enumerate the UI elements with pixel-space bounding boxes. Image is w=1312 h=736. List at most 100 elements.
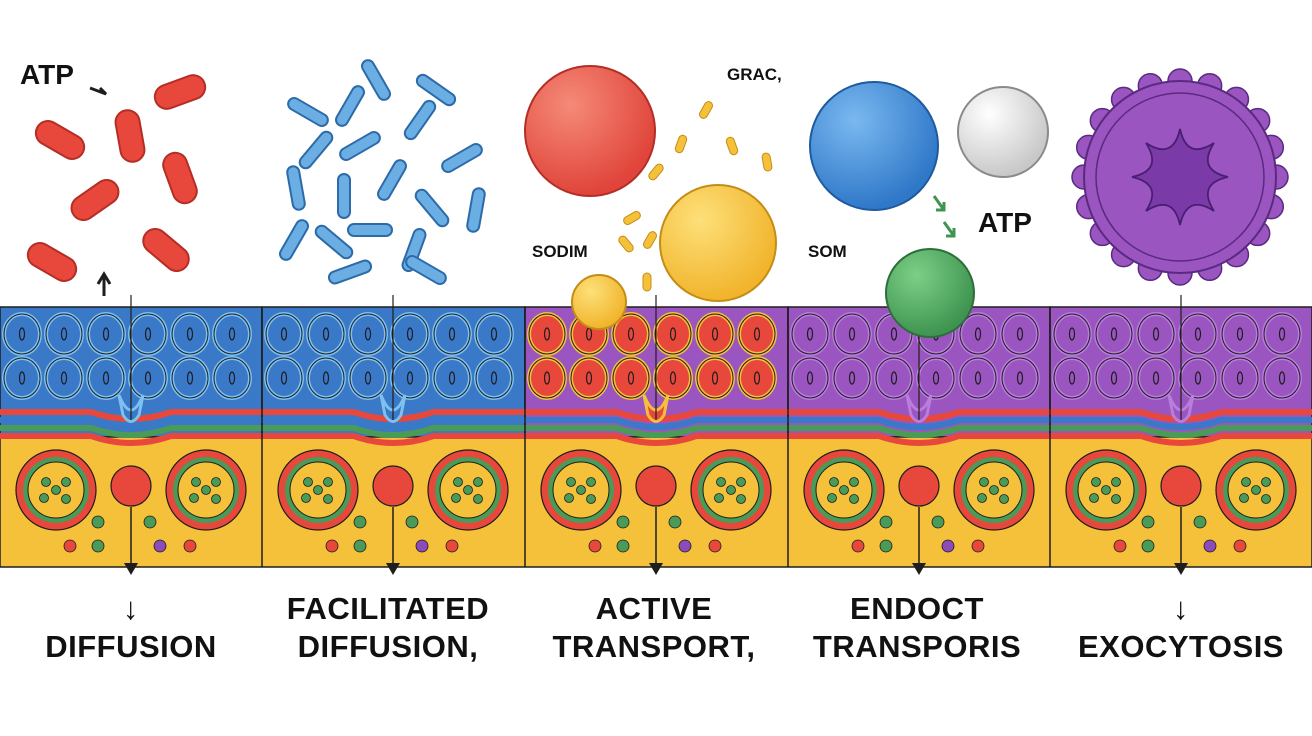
epithelial-cell: [306, 356, 346, 400]
yellow-dash-molecule: [642, 272, 652, 292]
blue-rod-molecule: [287, 97, 329, 127]
vesicle-granule: [451, 493, 461, 503]
cell-outline: [528, 313, 566, 355]
epithelial-cell: [86, 356, 126, 400]
cell-nucleus: [280, 327, 288, 341]
small-molecule: [931, 515, 945, 529]
grac-label: GRAC,: [727, 65, 782, 84]
cell-outline: [738, 313, 776, 355]
cell-outline: [833, 313, 871, 355]
vesicle-organelle: [277, 449, 359, 531]
cell-outline: [612, 357, 650, 399]
cell-nucleus: [974, 371, 982, 385]
vesicle-granule: [301, 493, 311, 503]
blue-rod-molecule: [405, 255, 447, 285]
blue-rod-molecule: [441, 143, 483, 173]
vesicle-granule: [201, 485, 211, 495]
epithelial-cell: [1220, 312, 1260, 356]
cell-outline: [3, 357, 41, 399]
blue-sphere: [809, 81, 939, 211]
cell-outline: [1095, 357, 1133, 399]
vesicle-granule: [1089, 493, 1099, 503]
caption-facilitated-line1: FACILITATED: [286, 591, 490, 626]
red-molecule: [34, 120, 86, 160]
blue-rod-molecule: [298, 130, 334, 170]
cell-outline: [791, 313, 829, 355]
caption-facilitated-line2: DIFFUSION,: [297, 629, 479, 664]
epithelial-cell: [212, 356, 252, 400]
caption-endoct-line2: TRANSPORIS: [812, 629, 1022, 664]
cell-outline: [528, 357, 566, 399]
cell-outline: [1179, 357, 1217, 399]
red-molecule: [26, 242, 78, 282]
cell-outline: [959, 357, 997, 399]
cell-nucleus: [60, 371, 68, 385]
vesicle-granule: [839, 485, 849, 495]
vesicle-organelle: [690, 449, 772, 531]
cell-outline: [475, 313, 513, 355]
channel-protein: [379, 394, 407, 423]
red-molecule: [114, 109, 146, 163]
cell-outline: [3, 313, 41, 355]
blue-rod-molecule: [337, 173, 351, 219]
central-particle: [898, 465, 940, 507]
epithelial-cell: [874, 356, 914, 400]
vesicle-granule: [323, 494, 333, 504]
vesicle-granule: [453, 477, 463, 487]
cell-nucleus: [144, 327, 152, 341]
channel-protein: [1167, 394, 1195, 423]
blue-rod-molecule: [339, 131, 381, 161]
epithelial-cell: [474, 312, 514, 356]
vesicle-granule: [1261, 477, 1271, 487]
cell-outline: [1137, 357, 1175, 399]
epithelial-cell: [832, 356, 872, 400]
small-arrow-icon: [89, 86, 108, 96]
membrane-bands: [0, 295, 1312, 575]
cell-outline: [265, 313, 303, 355]
epithelial-cell: [737, 312, 777, 356]
cell-outline: [1179, 313, 1217, 355]
vesicle-granule: [979, 477, 989, 487]
blue-rod-molecule: [377, 159, 407, 201]
green-arrow-icon: [942, 221, 956, 238]
cell-outline: [475, 357, 513, 399]
cell-outline: [1137, 313, 1175, 355]
cell-nucleus: [627, 327, 635, 341]
outflow-arrowhead: [912, 563, 926, 575]
caption-diffusion: ↓ DIFFUSION: [0, 590, 262, 666]
cell-outline: [213, 357, 251, 399]
vesicle-granule: [716, 477, 726, 487]
cell-nucleus: [1278, 371, 1286, 385]
cell-nucleus: [543, 371, 551, 385]
small-molecule: [91, 515, 105, 529]
small-molecule: [143, 515, 157, 529]
central-particle: [372, 465, 414, 507]
channel-protein: [117, 394, 145, 423]
epithelial-cell: [1094, 356, 1134, 400]
vesicle-granule: [51, 485, 61, 495]
vesicle-granule: [736, 494, 746, 504]
epithelial-cell: [1052, 312, 1092, 356]
vesicle-granule: [41, 477, 51, 487]
small-molecule: [1141, 515, 1155, 529]
cell-nucleus: [406, 327, 414, 341]
epithelial-cell: [348, 312, 388, 356]
caption-diffusion-arrow: ↓: [123, 591, 139, 626]
cell-outline: [213, 313, 251, 355]
cell-nucleus: [1110, 371, 1118, 385]
yellow-sphere-small: [571, 274, 627, 330]
central-particle: [635, 465, 677, 507]
cell-nucleus: [322, 371, 330, 385]
cell-nucleus: [322, 327, 330, 341]
cell-nucleus: [228, 327, 236, 341]
small-molecule: [325, 539, 339, 553]
vesicle-organelle: [165, 449, 247, 531]
membrane-stripe: [0, 433, 1312, 446]
caption-exocytosis-text: EXOCYTOSIS: [1078, 629, 1284, 664]
cell-outline: [433, 357, 471, 399]
central-particle: [1160, 465, 1202, 507]
vesicle-granule: [736, 477, 746, 487]
cell-nucleus: [1152, 327, 1160, 341]
yellow-sphere-large: [659, 184, 777, 302]
